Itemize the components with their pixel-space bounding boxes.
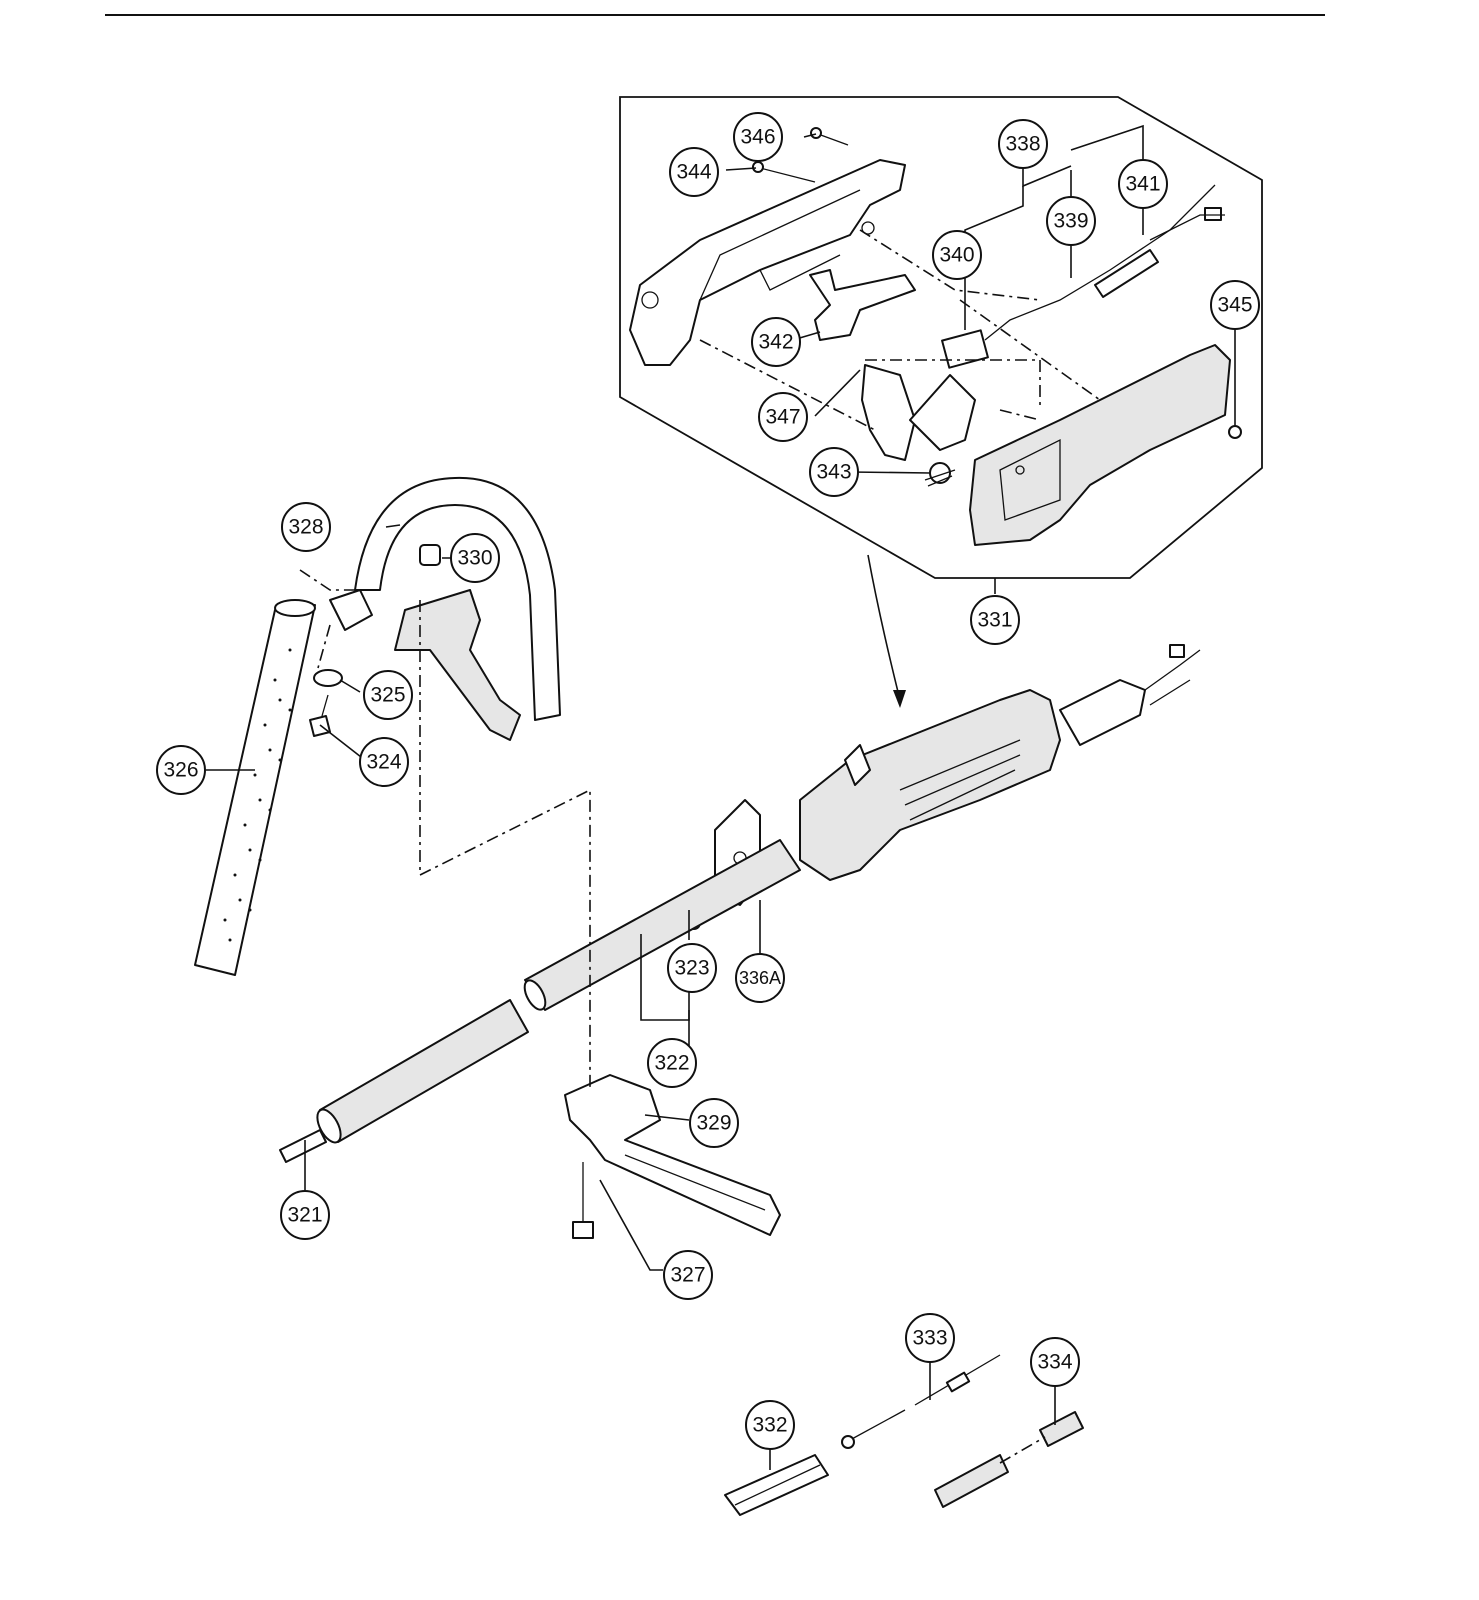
throttle-housing-left-half <box>629 159 906 366</box>
svg-text:325: 325 <box>370 684 405 707</box>
svg-text:344: 344 <box>676 161 711 184</box>
svg-text:332: 332 <box>752 1414 787 1437</box>
callout-321: 321 <box>280 1190 330 1240</box>
callout-333: 333 <box>905 1313 955 1363</box>
svg-text:328: 328 <box>288 516 323 539</box>
main-handle-assembly <box>799 644 1201 881</box>
callout-334: 334 <box>1030 1337 1080 1387</box>
spring-343 <box>924 462 956 487</box>
throttle-housing-right-half <box>969 344 1231 546</box>
callout-329: 329 <box>689 1098 739 1148</box>
cable-sleeve-332 <box>724 1454 829 1516</box>
spring-334 <box>934 1411 1084 1508</box>
throttle-lockout-347 <box>861 364 976 461</box>
callout-346: 346 <box>733 112 783 162</box>
cable-333 <box>841 1354 1001 1449</box>
callout-340: 340 <box>932 230 982 280</box>
svg-text:345: 345 <box>1217 294 1252 317</box>
svg-text:342: 342 <box>758 331 793 354</box>
svg-text:322: 322 <box>654 1052 689 1075</box>
callout-339: 339 <box>1046 196 1096 246</box>
shaft-321 <box>279 999 529 1163</box>
callout-338: 338 <box>998 119 1048 169</box>
svg-text:333: 333 <box>912 1327 947 1350</box>
callout-341: 341 <box>1118 159 1168 209</box>
callout-342: 342 <box>751 317 801 367</box>
svg-text:336A: 336A <box>739 968 781 988</box>
outer-tube-322 <box>523 839 801 1011</box>
handle-bracket-329 <box>564 1074 781 1236</box>
svg-text:347: 347 <box>765 406 800 429</box>
front-handle-328 <box>329 476 561 741</box>
callout-331: 331 <box>970 595 1020 645</box>
svg-text:340: 340 <box>939 244 974 267</box>
nut-345 <box>1228 425 1242 439</box>
bolt-327 <box>572 1162 594 1239</box>
svg-text:341: 341 <box>1125 173 1160 196</box>
svg-text:324: 324 <box>366 751 401 774</box>
svg-text:343: 343 <box>816 461 851 484</box>
callout-327: 327 <box>663 1250 713 1300</box>
callout-328: 328 <box>281 502 331 552</box>
throttle-trigger-342 <box>809 269 916 341</box>
svg-text:321: 321 <box>287 1204 322 1227</box>
callout-345: 345 <box>1210 280 1260 330</box>
callout-325: 325 <box>363 670 413 720</box>
callout-330: 330 <box>450 533 500 583</box>
inset-box-331 <box>619 96 1263 579</box>
grip-326 <box>194 599 316 976</box>
washer-325 <box>313 669 343 687</box>
callout-347: 347 <box>758 392 808 442</box>
svg-text:338: 338 <box>1005 133 1040 156</box>
callout-322: 322 <box>647 1038 697 1088</box>
callout-323: 323 <box>667 943 717 993</box>
callout-343: 343 <box>809 447 859 497</box>
svg-text:346: 346 <box>740 126 775 149</box>
wire-harness-339 <box>984 184 1225 341</box>
screw-346 <box>810 127 849 146</box>
callout-332: 332 <box>745 1400 795 1450</box>
switch-340 <box>941 329 989 369</box>
svg-text:331: 331 <box>977 609 1012 632</box>
callout-344: 344 <box>669 147 719 197</box>
svg-text:329: 329 <box>696 1112 731 1135</box>
svg-text:334: 334 <box>1037 1351 1072 1374</box>
svg-text:323: 323 <box>674 957 709 980</box>
callout-326: 326 <box>156 745 206 795</box>
svg-text:326: 326 <box>163 759 198 782</box>
svg-text:327: 327 <box>670 1264 705 1287</box>
svg-text:330: 330 <box>457 547 492 570</box>
svg-text:339: 339 <box>1053 210 1088 233</box>
callout-336a: 336A <box>735 953 785 1003</box>
screw-344 <box>752 161 816 183</box>
callout-324: 324 <box>359 737 409 787</box>
